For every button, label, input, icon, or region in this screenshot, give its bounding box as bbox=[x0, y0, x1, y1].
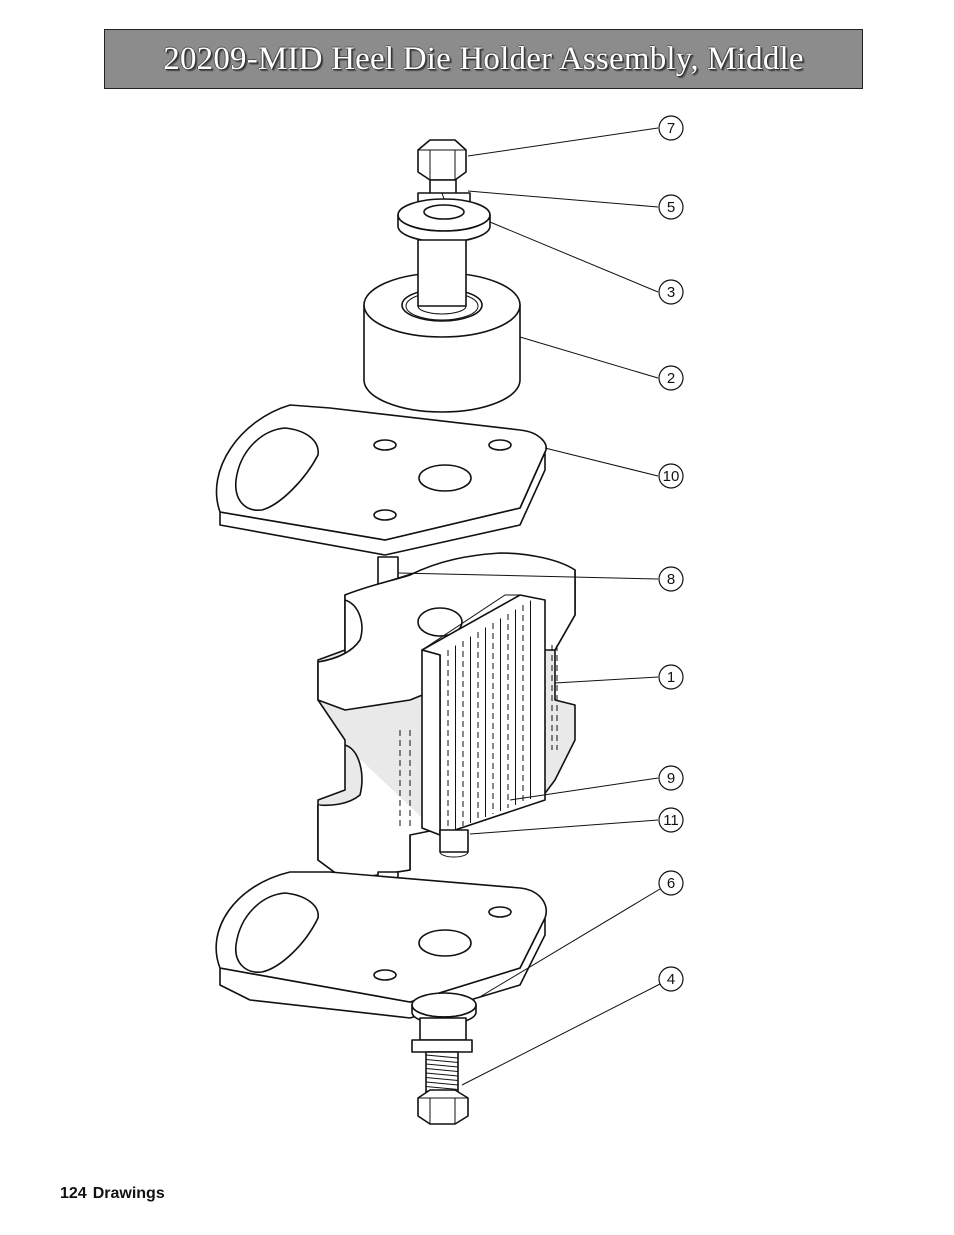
callout-number: 5 bbox=[667, 199, 675, 216]
page-footer: 124 Drawings bbox=[60, 1185, 165, 1203]
roller bbox=[363, 239, 521, 413]
callout-number: 10 bbox=[663, 468, 680, 485]
callout-hex-bolt-bottom: 4 bbox=[658, 966, 684, 992]
page-title: 20209-MID Heel Die Holder Assembly, Midd… bbox=[163, 40, 804, 77]
callout-serrated-insert: 9 bbox=[658, 765, 684, 791]
leader-lines bbox=[397, 127, 661, 1086]
section-name: Drawings bbox=[92, 1185, 165, 1202]
hex-bolt-top bbox=[417, 139, 467, 203]
callout-circle bbox=[658, 870, 684, 896]
callout-circle bbox=[658, 279, 684, 305]
callout-top-plate: 10 bbox=[658, 463, 684, 489]
hex-bolt-bottom bbox=[411, 1017, 473, 1125]
title-banner: 20209-MID Heel Die Holder Assembly, Midd… bbox=[104, 29, 863, 89]
callout-number: 8 bbox=[667, 571, 675, 588]
callout-number: 4 bbox=[667, 971, 675, 988]
top-plate bbox=[215, 404, 547, 556]
callout-circle bbox=[658, 966, 684, 992]
callout-circle bbox=[658, 194, 684, 220]
flat-washer-top bbox=[397, 198, 491, 243]
callout-circle bbox=[658, 807, 684, 833]
pin-bottom bbox=[439, 829, 469, 858]
callout-lock-washer-top: 5 bbox=[658, 194, 684, 220]
callout-hex-bolt-top: 7 bbox=[658, 115, 684, 141]
callout-labels: 7 5 3 2 10 8 1 9 11 6 4 bbox=[658, 115, 684, 992]
page-number: 124 bbox=[60, 1185, 87, 1202]
callout-number: 6 bbox=[667, 875, 675, 892]
callout-roller: 2 bbox=[658, 365, 684, 391]
callout-circle bbox=[658, 566, 684, 592]
callout-die-holder-block: 1 bbox=[658, 664, 684, 690]
callout-circle bbox=[658, 365, 684, 391]
callout-number: 7 bbox=[667, 120, 675, 137]
serrated-insert bbox=[421, 594, 546, 836]
callout-circle bbox=[658, 664, 684, 690]
callout-number: 3 bbox=[667, 284, 675, 301]
callout-dowel-pin-top: 8 bbox=[658, 566, 684, 592]
callout-circle bbox=[658, 765, 684, 791]
callout-circle bbox=[658, 463, 684, 489]
callout-pin-bottom: 11 bbox=[658, 807, 684, 833]
callout-circle bbox=[658, 115, 684, 141]
callout-number: 11 bbox=[663, 812, 679, 829]
callout-number: 2 bbox=[667, 370, 675, 387]
bottom-plate bbox=[215, 871, 547, 1019]
callout-flat-washer-bottom: 6 bbox=[658, 870, 684, 896]
callout-flat-washer-top: 3 bbox=[658, 279, 684, 305]
callout-number: 9 bbox=[667, 770, 675, 787]
callout-number: 1 bbox=[667, 669, 675, 686]
